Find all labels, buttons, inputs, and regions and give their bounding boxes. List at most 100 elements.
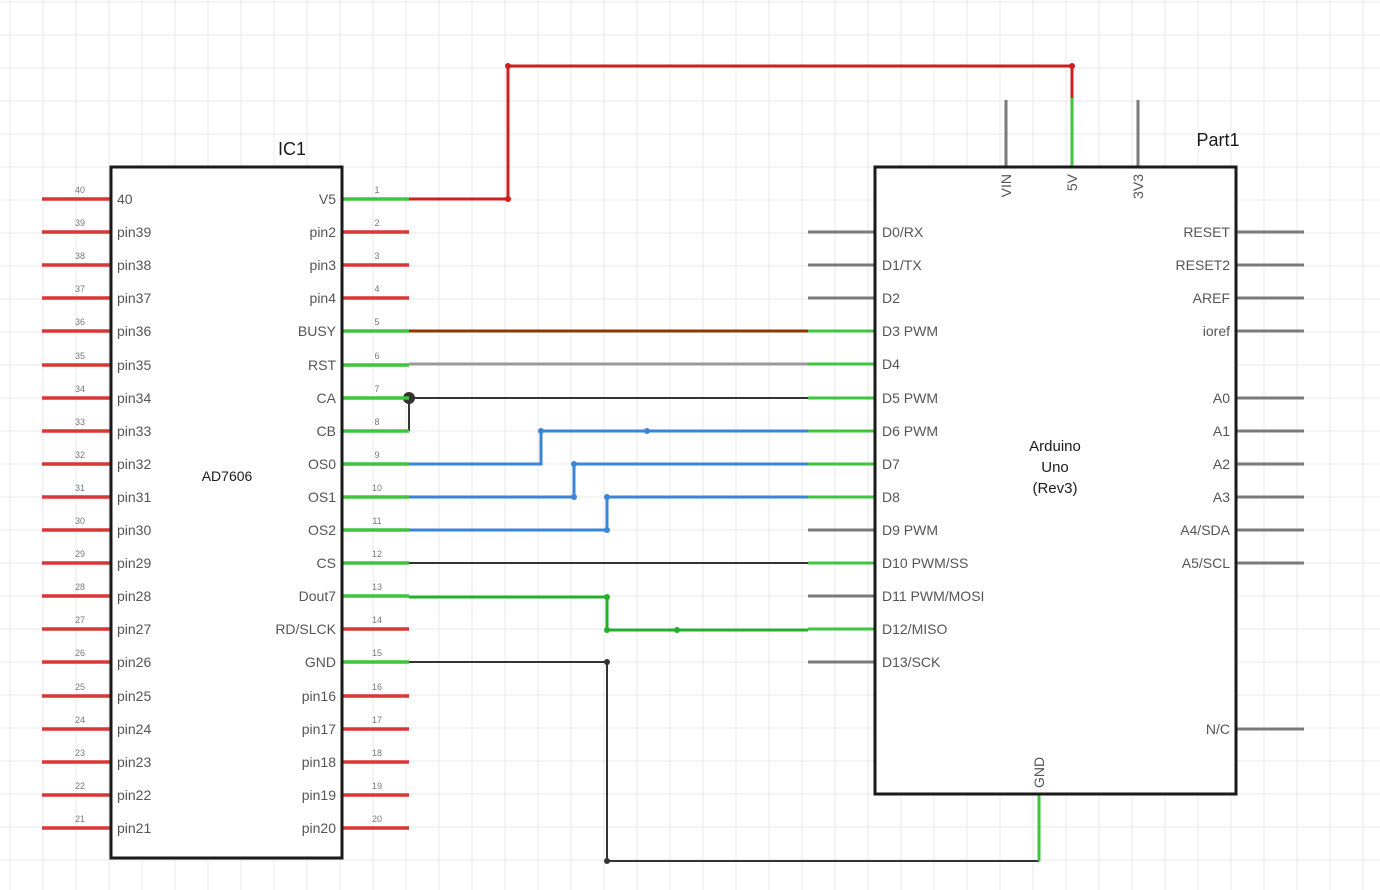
ic1-pin-number: 18 (372, 748, 382, 758)
arduino-pin-label: A2 (1213, 456, 1230, 472)
ic1-pin-label: CS (317, 555, 336, 571)
ic1-pin-number: 19 (372, 781, 382, 791)
arduino-pin-label: D1/TX (882, 257, 922, 273)
ic1-pin-number: 27 (75, 615, 85, 625)
arduino-pin-label: D5 PWM (882, 390, 938, 406)
ic1-pin-number: 38 (75, 251, 85, 261)
arduino-pin-label: A1 (1213, 423, 1230, 439)
ic1-pin-number: 21 (75, 814, 85, 824)
ic1-pin-number: 17 (372, 715, 382, 725)
ic1-pin-number: 26 (75, 648, 85, 658)
ic1-pin-number: 5 (374, 317, 379, 327)
arduino-pin-label: RESET (1183, 224, 1230, 240)
ic1-pin-label: pin26 (117, 654, 151, 670)
arduino-pin-label: D12/MISO (882, 621, 947, 637)
ic1-pin-number: 37 (75, 284, 85, 294)
ic1-pin-number: 22 (75, 781, 85, 791)
ic1-left-labels: 40pin39pin38pin37pin36pin35pin34pin33pin… (117, 191, 151, 836)
ic1-pin-label: Dout7 (299, 588, 337, 604)
wire-dout7[interactable] (409, 594, 808, 633)
arduino-pin-label: D8 (882, 489, 900, 505)
arduino-pin-label: D2 (882, 290, 900, 306)
ic1-pin-label: pin30 (117, 522, 151, 538)
wire-os0[interactable] (409, 428, 808, 466)
ic1-pin-number: 1 (374, 185, 379, 195)
ic1-pin-number: 34 (75, 384, 85, 394)
ic1-pin-number: 20 (372, 814, 382, 824)
ic1-pin-number: 6 (374, 351, 379, 361)
arduino-pin-label: GND (1031, 757, 1047, 788)
ic1-pin-number: 8 (374, 417, 379, 427)
ic1-pin-number: 15 (372, 648, 382, 658)
ic1-pin-number: 31 (75, 483, 85, 493)
wire-os1[interactable] (409, 461, 808, 500)
ic1-pin-number: 28 (75, 582, 85, 592)
ic1-pin-label: pin31 (117, 489, 151, 505)
ic1-pin-number: 3 (374, 251, 379, 261)
ic1-pin-label: pin32 (117, 456, 151, 472)
ic1-pin-label: OS2 (308, 522, 336, 538)
arduino-name-line3: (Rev3) (1032, 480, 1077, 497)
ic1-pin-label: pin33 (117, 423, 151, 439)
ic1-pin-label: pin3 (310, 257, 337, 273)
ic1-pin-label: GND (305, 654, 336, 670)
ic1-pin-label: V5 (319, 191, 336, 207)
wire-5v[interactable] (409, 63, 1075, 202)
arduino-pin-label: D11 PWM/MOSI (882, 588, 984, 604)
ic1-pin-number: 7 (374, 384, 379, 394)
ic1-pin-number: 12 (372, 549, 382, 559)
arduino-pin-label: D9 PWM (882, 522, 938, 538)
arduino-name-line2: Uno (1041, 459, 1069, 476)
ic1-pin-label: pin23 (117, 754, 151, 770)
wire-ca-cb[interactable] (403, 392, 808, 431)
arduino-left-pins (808, 230, 875, 664)
arduino-pin-label: A3 (1213, 489, 1230, 505)
ic1-pin-number: 4 (374, 284, 379, 294)
arduino-pin-label: D6 PWM (882, 423, 938, 439)
ic1-pin-label: pin20 (302, 820, 336, 836)
ic1-pin-label: CB (317, 423, 336, 439)
ic1-pin-number: 35 (75, 351, 85, 361)
ic1-body[interactable] (109, 165, 344, 860)
arduino-pin-label: RESET2 (1176, 257, 1231, 273)
ic1-pin-label: pin35 (117, 357, 151, 373)
wire-os2[interactable] (409, 494, 808, 533)
ic1-pin-label: RD/SLCK (275, 621, 336, 637)
ic1-part-name: AD7606 (202, 468, 253, 484)
ic1-pin-number: 23 (75, 748, 85, 758)
arduino-component[interactable]: Part1 Arduino Uno (Rev3) D0/RXD1/TXD2D3 … (808, 98, 1304, 861)
ic1-pin-label: pin25 (117, 688, 151, 704)
ic1-right-labels: V5pin2pin3pin4BUSYRSTCACBOS0OS1OS2CSDout… (275, 191, 336, 836)
ic1-pin-number: 10 (372, 483, 382, 493)
ic1-pin-label: pin16 (302, 688, 336, 704)
ic1-pin-label: pin38 (117, 257, 151, 273)
arduino-pin-label: A5/SCL (1182, 555, 1230, 571)
ic1-pin-number: 40 (75, 185, 85, 195)
ic1-pin-label: pin37 (117, 290, 151, 306)
arduino-name-line1: Arduino (1029, 438, 1081, 455)
ic1-pin-label: RST (308, 357, 336, 373)
arduino-pin-label: VIN (998, 174, 1014, 197)
arduino-pin-label: A0 (1213, 390, 1230, 406)
ic1-pin-number: 13 (372, 582, 382, 592)
arduino-right-pins (1236, 230, 1304, 731)
arduino-pin-label: N/C (1206, 721, 1230, 737)
ic1-pin-label: pin18 (302, 754, 336, 770)
ic1-pin-label: pin21 (117, 820, 151, 836)
arduino-pin-label: ioref (1203, 323, 1230, 339)
ic1-pin-label: pin28 (117, 588, 151, 604)
ic1-pin-number: 39 (75, 218, 85, 228)
wires-layer (403, 63, 1075, 864)
part1-title: Part1 (1196, 130, 1239, 150)
ic1-pin-number: 25 (75, 682, 85, 692)
ic1-pin-number: 11 (372, 516, 381, 526)
arduino-pin-label: D7 (882, 456, 900, 472)
arduino-body[interactable] (873, 165, 1238, 796)
wire-gnd[interactable] (409, 659, 1039, 864)
ic1-component[interactable]: IC1 403938373635343332313029282726252423… (42, 139, 409, 860)
ic1-pin-number: 14 (372, 615, 382, 625)
